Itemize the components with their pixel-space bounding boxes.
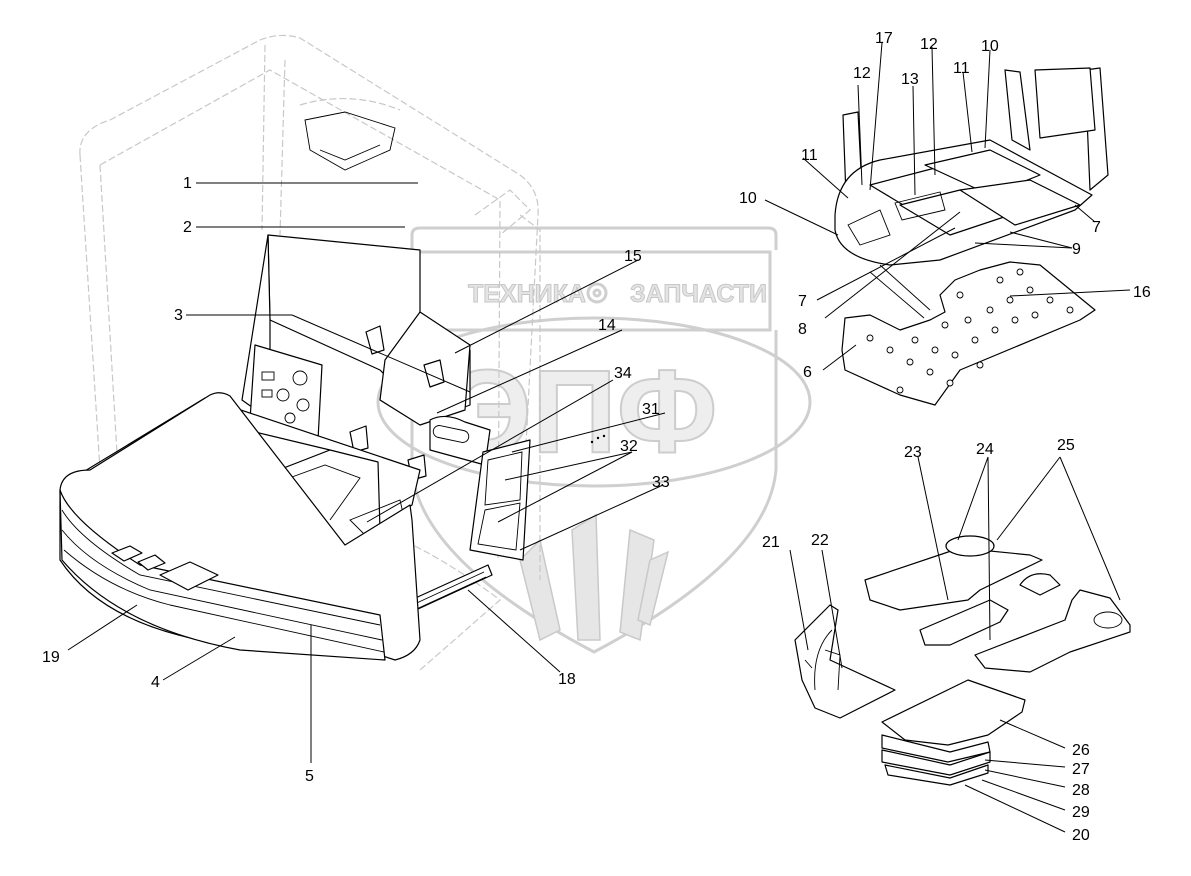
callout-12-top: 12 [920, 36, 938, 53]
callout-12-left: 12 [853, 65, 871, 82]
insulation-parts [794, 535, 1131, 786]
callout-34: 34 [614, 365, 632, 382]
callout-18: 18 [558, 671, 576, 688]
callout-13: 13 [901, 71, 919, 88]
callout-10-top: 10 [981, 38, 999, 55]
callout-1: 1 [183, 175, 192, 192]
callout-31: 31 [642, 401, 660, 418]
leader-lines [67, 42, 1131, 833]
callout-20: 20 [1072, 827, 1090, 844]
callout-28: 28 [1072, 782, 1090, 799]
cab-assembly [59, 34, 606, 671]
cab-floor-assembly [834, 67, 1109, 406]
callout-21: 21 [762, 534, 780, 551]
callout-2: 2 [183, 219, 192, 236]
wheat-ears-emblem [519, 513, 670, 642]
callout-11-left: 11 [801, 147, 818, 164]
gear-icon [586, 282, 608, 304]
callout-24: 24 [976, 441, 994, 458]
callout-10-left: 10 [739, 190, 757, 207]
watermark-text-right: ЗАПЧАСТИ [630, 280, 767, 308]
callout-5: 5 [305, 768, 314, 785]
callout-23: 23 [904, 444, 922, 461]
callout-4: 4 [151, 674, 160, 691]
callout-17: 17 [875, 30, 893, 47]
callout-9: 9 [1072, 241, 1081, 258]
callout-25: 25 [1057, 437, 1075, 454]
callout-7-left: 7 [798, 293, 807, 310]
callout-3: 3 [174, 307, 183, 324]
callout-7-right: 7 [1092, 219, 1101, 236]
callout-22: 22 [811, 532, 829, 549]
callout-11-top: 11 [953, 60, 970, 77]
callout-8: 8 [798, 321, 807, 338]
callout-15: 15 [624, 248, 642, 265]
floor-plate-holes [866, 268, 1074, 394]
callout-26: 26 [1072, 742, 1090, 759]
callout-19: 19 [42, 649, 60, 666]
callout-33: 33 [652, 474, 670, 491]
callout-29: 29 [1072, 804, 1090, 821]
callout-16: 16 [1133, 284, 1151, 301]
callout-6: 6 [803, 364, 812, 381]
callout-14: 14 [598, 317, 616, 334]
callout-labels: 1 2 3 4 5 6 7 7 8 9 10 10 11 11 12 12 13… [42, 30, 1151, 844]
callout-32: 32 [620, 438, 638, 455]
callout-27: 27 [1072, 761, 1090, 778]
watermark-text-left: ТЕХНИКА [468, 280, 586, 308]
instrument-cluster [261, 370, 310, 424]
